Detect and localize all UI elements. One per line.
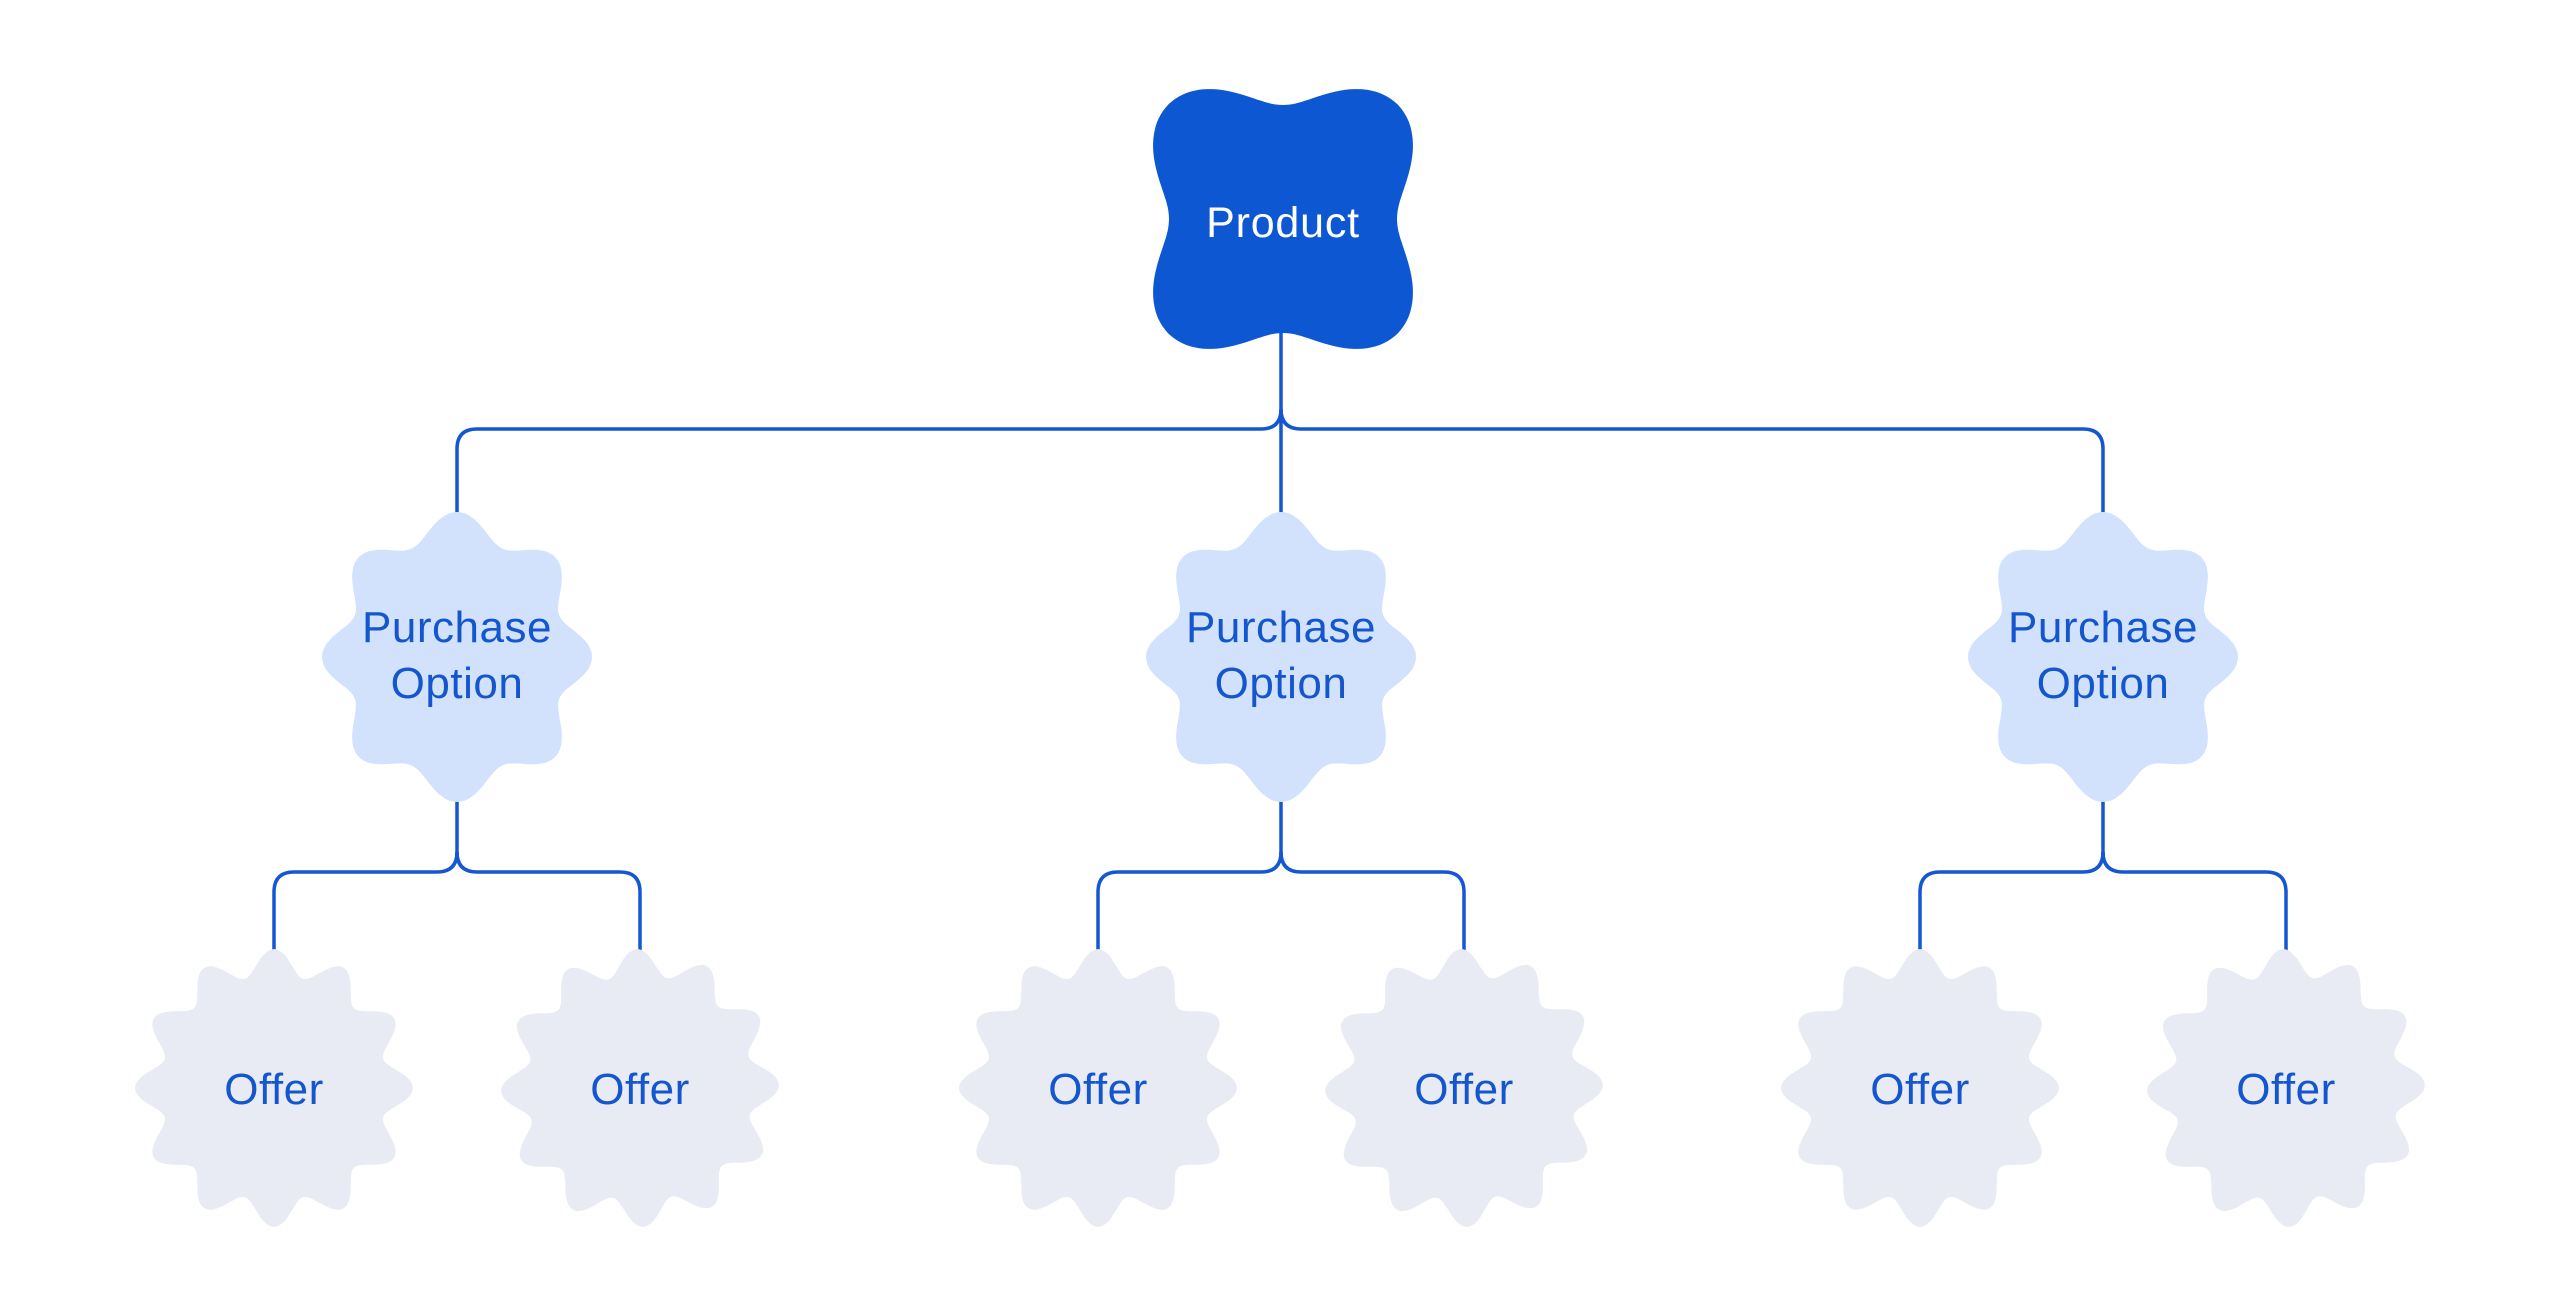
- connector-po2-offer-right: [1279, 851, 1466, 952]
- offer-blob-shape: [501, 949, 779, 1227]
- purchase-option-label-line1: Purchase: [362, 603, 552, 652]
- connector-po3-offer-right: [2101, 851, 2288, 952]
- purchase-option-node-3: Purchase Option: [1968, 512, 2238, 802]
- purchase-option-label-line2: Option: [2037, 659, 2170, 708]
- connector-po3-offer-left: [1918, 851, 2105, 952]
- purchase-option-label-line2: Option: [391, 659, 524, 708]
- product-node: Product: [1153, 89, 1413, 349]
- purchase-option-label-line1: Purchase: [2008, 603, 2198, 652]
- offer-node-3: Offer: [959, 949, 1237, 1227]
- offer-node-5: Offer: [1781, 949, 2059, 1227]
- offer-label: Offer: [1414, 1065, 1514, 1114]
- product-label: Product: [1206, 199, 1360, 247]
- connector-tier1-left: [455, 408, 1283, 516]
- offer-node-1: Offer: [135, 949, 413, 1227]
- offer-node-2: Offer: [501, 949, 779, 1227]
- product-blob-shape: [1153, 89, 1413, 349]
- purchase-option-label-line2: Option: [1215, 659, 1348, 708]
- offer-label: Offer: [1870, 1065, 1970, 1114]
- purchase-option-label-line1: Purchase: [1186, 603, 1376, 652]
- connector-tier1-right: [1279, 408, 2105, 516]
- offer-label: Offer: [590, 1065, 690, 1114]
- connector-po1-offer-left: [272, 851, 459, 952]
- offer-blob-shape: [959, 949, 1237, 1227]
- offer-blob-shape: [135, 949, 413, 1227]
- offer-label: Offer: [1048, 1065, 1148, 1114]
- offer-blob-shape: [1325, 949, 1603, 1227]
- offer-blob-shape: [1781, 949, 2059, 1227]
- offer-node-6: Offer: [2147, 949, 2425, 1227]
- purchase-option-node-2: Purchase Option: [1146, 512, 1416, 802]
- offer-node-4: Offer: [1325, 949, 1603, 1227]
- offer-label: Offer: [2236, 1065, 2336, 1114]
- connector-po2-offer-left: [1096, 851, 1283, 952]
- purchase-option-blob-shape: [1146, 512, 1416, 802]
- connector-lines: [272, 325, 2288, 952]
- purchase-option-blob-shape: [322, 512, 592, 802]
- purchase-option-node-1: Purchase Option: [322, 512, 592, 802]
- offer-label: Offer: [224, 1065, 324, 1114]
- offer-blob-shape: [2147, 949, 2425, 1227]
- connector-po1-offer-right: [455, 851, 642, 952]
- purchase-option-blob-shape: [1968, 512, 2238, 802]
